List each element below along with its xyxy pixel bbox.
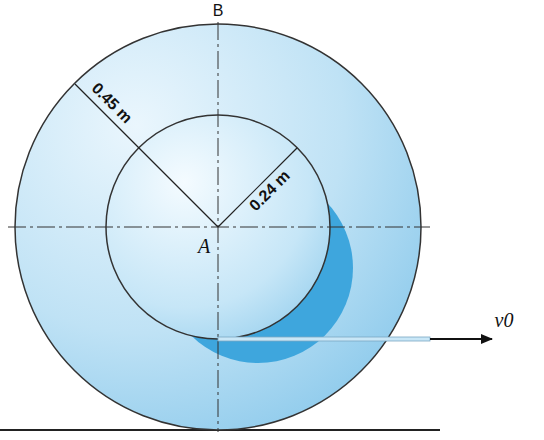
- radius-line: [75, 84, 218, 227]
- cord: [218, 337, 430, 341]
- radius-line: [218, 148, 297, 227]
- point-label: A: [198, 236, 210, 256]
- velocity-arrow: [430, 338, 492, 340]
- point-label: B: [213, 3, 224, 19]
- velocity-label: v0: [495, 310, 514, 330]
